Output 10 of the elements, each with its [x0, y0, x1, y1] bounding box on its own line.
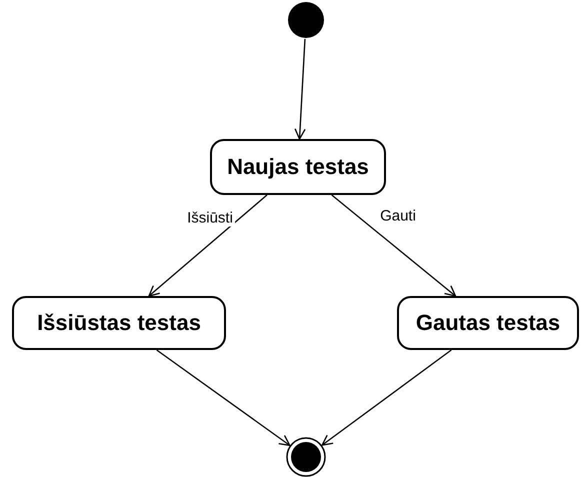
final-state-dot	[286, 437, 326, 477]
state-box: Naujas testas	[210, 139, 386, 195]
initial-state-dot	[287, 1, 325, 39]
arrow	[148, 194, 268, 297]
state-box: Gautas testas	[397, 296, 579, 350]
state-box: Išsiūstas testas	[12, 296, 226, 350]
arrow	[331, 194, 456, 297]
arrow	[156, 349, 290, 446]
arrow	[321, 349, 452, 446]
arrow	[294, 38, 306, 140]
